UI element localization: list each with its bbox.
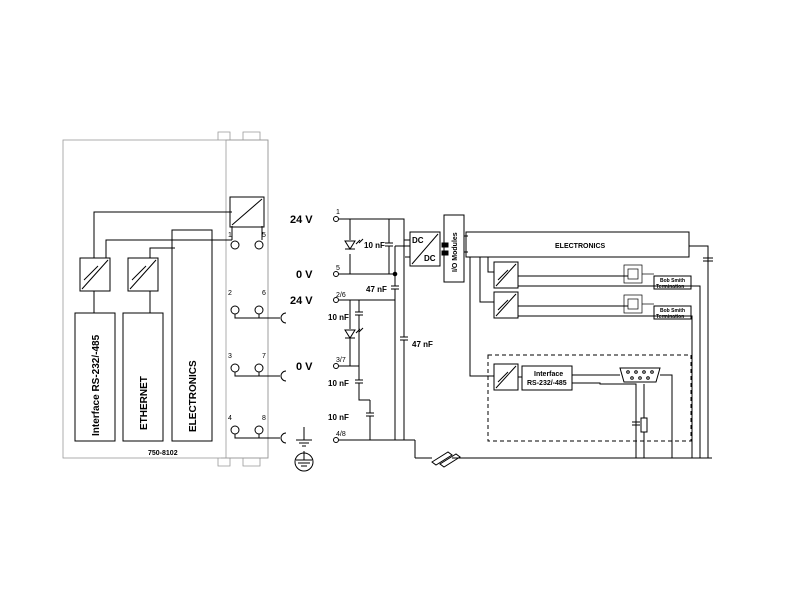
bob-smith-2-line1: Bob Smith (660, 308, 685, 314)
supply-terminals (333, 216, 339, 443)
electronics-block (171, 229, 213, 442)
dc-dc-converter (409, 231, 441, 267)
right-electronics-bar (465, 231, 690, 258)
terminal-number-3: 3 (228, 353, 232, 360)
right-interface-block (521, 365, 573, 391)
pin-label-3-7: 3/7 (336, 357, 346, 364)
earth-symbol (294, 451, 314, 472)
rail-connector (431, 451, 461, 468)
converter-dc-bottom: DC (424, 254, 436, 263)
terminal-number-1: 1 (228, 232, 232, 239)
converter-dc-top: DC (412, 236, 424, 245)
electronics-block-label: ELECTRONICS (188, 360, 199, 432)
io-modules-label: I/O Modules (452, 232, 459, 272)
isolator-3 (493, 261, 519, 289)
interface-block-label: Interface RS-232/-485 (91, 334, 102, 436)
terminal-number-8: 8 (262, 415, 266, 422)
pin-label-1: 1 (336, 209, 340, 216)
bob-smith-1-line1: Bob Smith (660, 278, 685, 284)
capacitor-label-5: 10 nF (328, 379, 349, 388)
terminal-number-2: 2 (228, 290, 232, 297)
isolator-2 (127, 257, 159, 292)
isolator-1 (79, 257, 111, 292)
bob-smith-1-line2: Termination (656, 284, 684, 290)
terminal-number-5: 5 (262, 232, 266, 239)
module-internal-wiring (93, 211, 263, 313)
interface-block (74, 312, 116, 442)
supply-24v-label-2: 24 V (290, 295, 313, 307)
capacitor-label-3: 10 nF (328, 313, 349, 322)
converter-output-bars (441, 242, 449, 256)
terminal-number-7: 7 (262, 353, 266, 360)
terminal-number-4: 4 (228, 415, 232, 422)
supply-0v-label-2: 0 V (296, 361, 313, 373)
bob-smith-termination-1 (653, 275, 692, 290)
capacitor-label-1: 10 nF (364, 241, 385, 250)
ethernet-block-label: ETHERNET (139, 376, 150, 430)
isolator-5 (493, 363, 519, 391)
ground-symbol (296, 427, 312, 447)
bob-smith-2-line2: Termination (656, 314, 684, 320)
dsub-connector (619, 367, 661, 383)
pin-label-2-6: 2/6 (336, 292, 346, 299)
supply-24v-label-1: 24 V (290, 214, 313, 226)
isolator-4 (493, 291, 519, 319)
right-bus-wiring (469, 257, 701, 458)
capacitor-label-6: 10 nF (328, 413, 349, 422)
module-housing (62, 131, 269, 467)
right-interface-line1: Interface (534, 371, 563, 378)
capacitor-label-2: 47 nF (366, 285, 387, 294)
module-converter (229, 196, 265, 228)
capacitor-label-4: 47 nF (412, 340, 433, 349)
rj45-jack-1 (623, 264, 654, 284)
terminal-number-6: 6 (262, 290, 266, 297)
io-modules-box (443, 214, 465, 283)
right-interface-line2: RS-232/-485 (527, 380, 567, 387)
pin-label-5: 5 (336, 265, 340, 272)
pin-label-4-8: 4/8 (336, 431, 346, 438)
supply-wiring (339, 218, 712, 459)
optional-interface-box (487, 354, 692, 442)
right-electronics-label: ELECTRONICS (555, 243, 606, 250)
part-number: 750-8102 (148, 450, 178, 457)
ethernet-block (122, 312, 164, 442)
supply-0v-label-1: 0 V (296, 269, 313, 281)
rj45-jack-2 (623, 294, 654, 314)
bob-smith-termination-2 (653, 305, 692, 320)
junction-dot (392, 271, 398, 277)
terminals (230, 240, 287, 444)
